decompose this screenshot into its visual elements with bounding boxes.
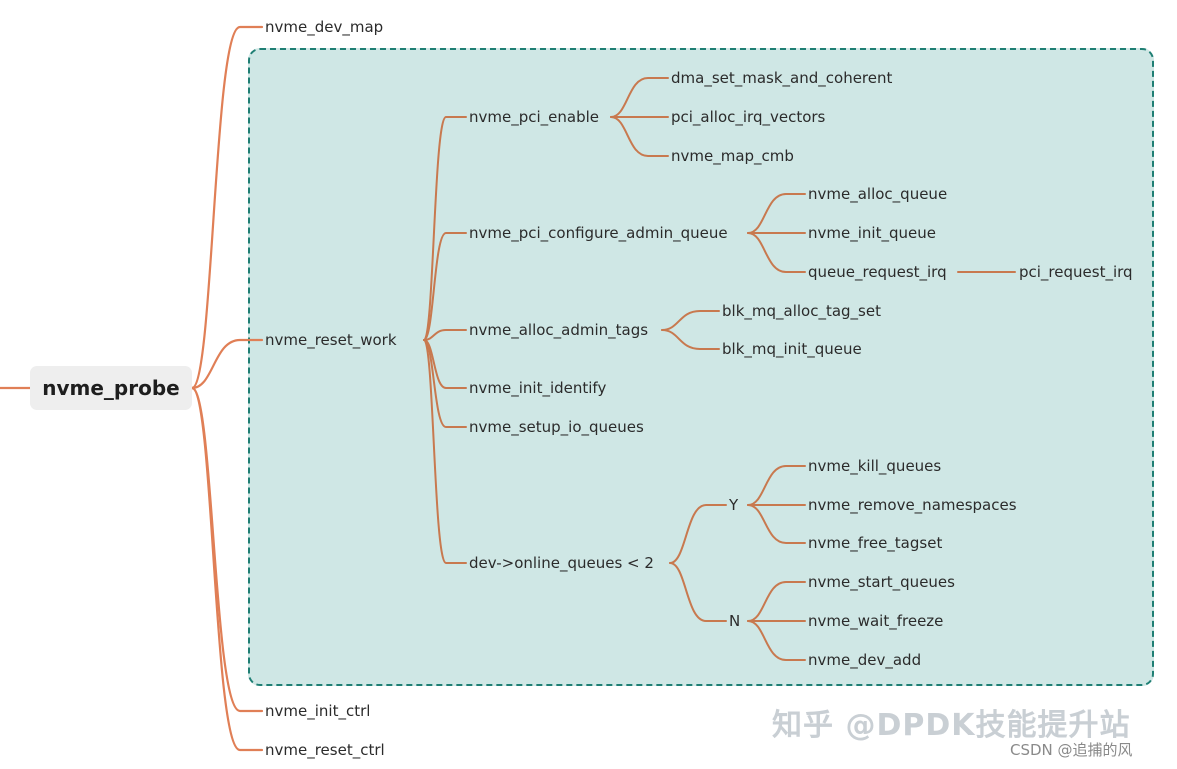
node-pci-request-irq[interactable]: pci_request_irq: [1019, 263, 1133, 281]
node-nvme-dev-add[interactable]: nvme_dev_add: [808, 651, 922, 669]
connector-configure-admin-nvme-alloc-queue: [747, 193, 806, 234]
node-nvme-free-tagset[interactable]: nvme_free_tagset: [808, 534, 943, 552]
connector-root-nvme-reset-work: [190, 338, 264, 390]
reset-work-group-box: [248, 48, 1154, 686]
csdn-credit: CSDN @追捕的风: [1010, 741, 1133, 759]
node-nvme-remove-namespaces[interactable]: nvme_remove_namespaces: [808, 496, 1017, 514]
node-online-queues-check[interactable]: dev->online_queues < 2: [469, 554, 654, 572]
node-nvme-setup-io-queues[interactable]: nvme_setup_io_queues: [469, 418, 644, 436]
node-nvme-wait-freeze[interactable]: nvme_wait_freeze: [808, 612, 944, 630]
connector-reset-work-nvme-setup-io-queues: [423, 339, 467, 428]
node-pci-alloc-irq-vectors[interactable]: pci_alloc_irq_vectors: [671, 108, 826, 126]
node-nvme-dev-map[interactable]: nvme_dev_map: [265, 18, 384, 36]
node-nvme-start-queues[interactable]: nvme_start_queues: [808, 573, 955, 591]
node-queue-request-irq[interactable]: queue_request_irq: [808, 263, 947, 281]
node-nvme-map-cmb[interactable]: nvme_map_cmb: [671, 147, 794, 165]
connector-configure-admin-queue-request-irq: [747, 232, 806, 273]
connector-alloc-admin-tags-blk-mq-alloc-tag-set: [661, 310, 720, 331]
node-nvme-reset-ctrl[interactable]: nvme_reset_ctrl: [265, 741, 385, 759]
node-branch-n[interactable]: N: [729, 612, 741, 630]
node-nvme-init-identify[interactable]: nvme_init_identify: [469, 379, 607, 397]
node-nvme-reset-work[interactable]: nvme_reset_work: [265, 331, 397, 349]
connector-reset-work-nvme-pci-enable: [423, 116, 467, 341]
connector-online-check-y: [669, 504, 727, 564]
connector-online-check-n: [669, 562, 727, 622]
connector-reset-work-nvme-pci-configure-admin-queue: [423, 232, 467, 341]
connector-reset-work-nvme-alloc-admin-tags: [423, 329, 467, 341]
connector-pci-enable-nvme-map-cmb: [610, 116, 669, 157]
node-branch-y[interactable]: Y: [729, 496, 739, 514]
node-nvme-init-ctrl[interactable]: nvme_init_ctrl: [265, 702, 371, 720]
root-node-nvme-probe[interactable]: nvme_probe: [30, 366, 192, 410]
connector-n-nvme-dev-add: [747, 620, 806, 661]
connector-reset-work-online-queues-check: [423, 339, 467, 564]
connector-alloc-admin-tags-blk-mq-init-queue: [661, 329, 720, 350]
node-nvme-init-queue[interactable]: nvme_init_queue: [808, 224, 936, 242]
zhihu-watermark: 知乎 @DPDK技能提升站: [772, 708, 1131, 743]
node-blk-mq-init-queue[interactable]: blk_mq_init_queue: [722, 340, 862, 358]
connector-root-nvme-init-ctrl: [190, 386, 264, 713]
connector-root-nvme-reset-ctrl: [190, 386, 264, 752]
connector-y-nvme-free-tagset: [747, 504, 806, 544]
connector-pci-enable-dma-set-mask: [610, 77, 669, 118]
node-nvme-alloc-queue[interactable]: nvme_alloc_queue: [808, 185, 948, 203]
node-dma-set-mask-and-coherent[interactable]: dma_set_mask_and_coherent: [671, 69, 893, 87]
connector-y-nvme-kill-queues: [747, 465, 806, 506]
node-blk-mq-alloc-tag-set[interactable]: blk_mq_alloc_tag_set: [722, 302, 881, 320]
node-nvme-pci-configure-admin-queue[interactable]: nvme_pci_configure_admin_queue: [469, 224, 728, 242]
connector-n-nvme-start-queues: [747, 581, 806, 622]
connector-root-nvme-dev-map: [190, 25, 264, 390]
node-nvme-pci-enable[interactable]: nvme_pci_enable: [469, 108, 600, 126]
node-nvme-alloc-admin-tags[interactable]: nvme_alloc_admin_tags: [469, 321, 649, 339]
node-nvme-kill-queues[interactable]: nvme_kill_queues: [808, 457, 942, 475]
